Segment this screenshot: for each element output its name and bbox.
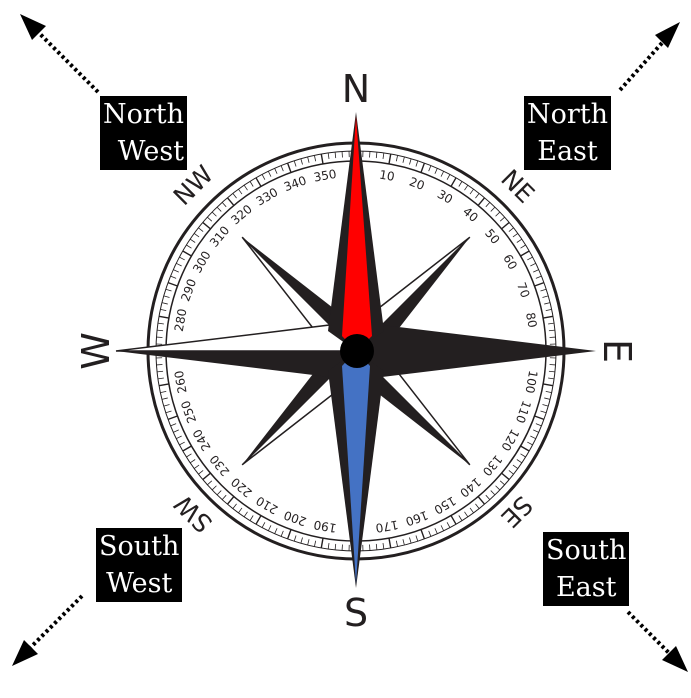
degree-label: 10: [378, 167, 395, 183]
label-south: S: [344, 591, 368, 635]
arrow-north-west: [30, 24, 98, 92]
corner-label-south-west-line2: West: [99, 565, 179, 602]
arrow-south-west: [24, 596, 82, 654]
label-east: E: [595, 339, 639, 363]
corner-label-north-east-line2: East: [527, 133, 608, 170]
corner-label-south-east: South East: [543, 532, 629, 606]
arrow-south-east: [628, 612, 676, 660]
corner-label-north-west: North West: [100, 96, 187, 170]
label-north: N: [342, 67, 370, 111]
corner-label-south-west-line1: South: [99, 528, 179, 565]
corner-label-north-west-line2: West: [103, 133, 184, 170]
corner-label-south-west: South West: [96, 528, 182, 602]
arrowhead-south-east: [662, 646, 688, 672]
corner-label-south-east-line2: East: [546, 569, 626, 606]
corner-label-north-east-line1: North: [527, 96, 608, 133]
label-west: W: [74, 332, 118, 370]
corner-label-south-east-line1: South: [546, 532, 626, 569]
corner-label-north-west-line1: North: [103, 96, 184, 133]
degree-label: 80: [523, 311, 539, 328]
corner-label-north-east: North East: [524, 96, 611, 170]
compass-hub: [340, 334, 374, 368]
